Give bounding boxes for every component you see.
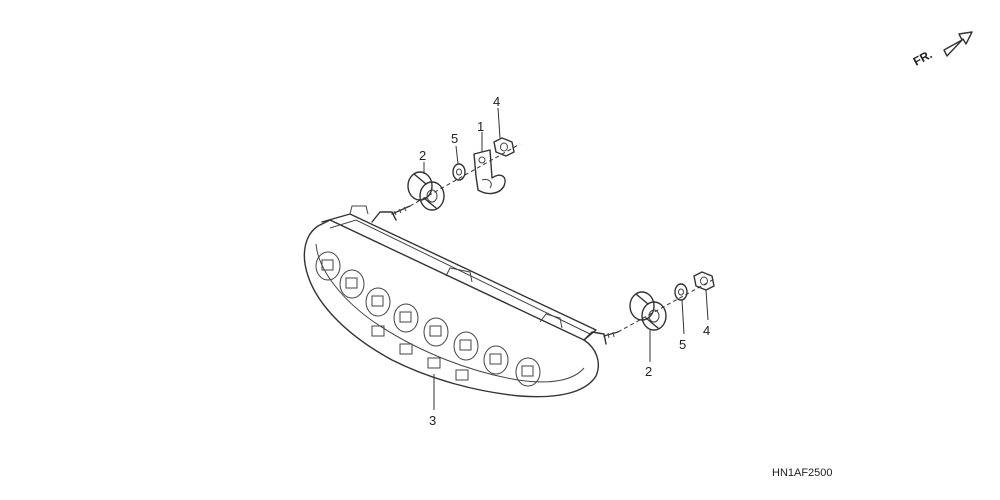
led-cell-row-lower <box>371 325 469 381</box>
callout-2-grommet-left: 2 <box>419 148 426 163</box>
taillight-assembly <box>303 205 619 398</box>
callout-4-nut-left: 4 <box>493 94 500 109</box>
callout-5-washer-right: 5 <box>679 337 686 352</box>
front-arrow-icon <box>943 31 973 57</box>
callout-5-washer-left: 5 <box>451 131 458 146</box>
front-direction-label: FR. <box>911 47 935 68</box>
front-direction-indicator: FR. <box>911 31 973 69</box>
callout-4-nut-right: 4 <box>703 323 710 338</box>
callout-3-taillight: 3 <box>429 413 436 428</box>
washer-left <box>452 163 466 181</box>
diagram-code: HN1AF2500 <box>772 467 833 479</box>
bracket <box>473 149 506 195</box>
led-cell-row-upper <box>315 251 541 387</box>
callout-2-grommet-right: 2 <box>645 364 652 379</box>
grommet-left <box>407 171 445 211</box>
grommet-right <box>629 291 667 331</box>
callout-1-bracket: 1 <box>477 119 484 134</box>
nut-left <box>493 137 515 157</box>
washer-right <box>674 283 688 301</box>
